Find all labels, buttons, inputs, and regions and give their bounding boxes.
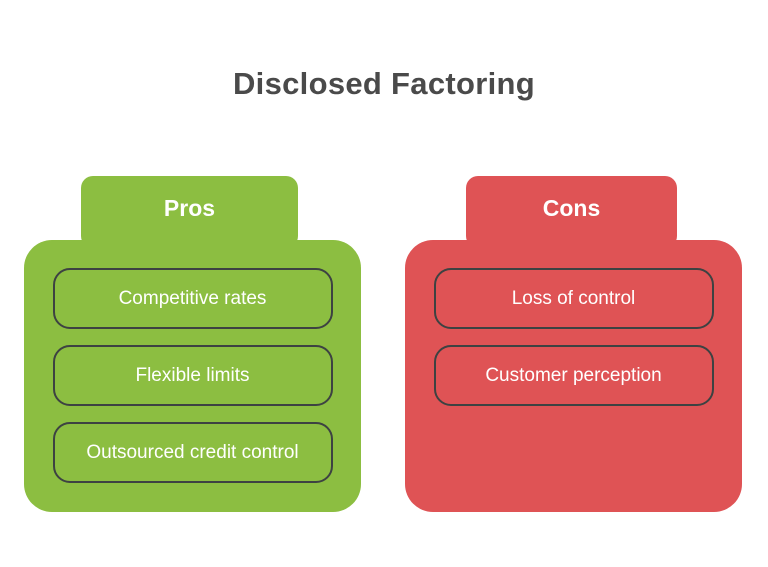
pros-header-tab: Pros: [81, 176, 298, 248]
pros-item-competitive-rates: Competitive rates: [52, 268, 333, 329]
cons-item-label: Loss of control: [511, 287, 636, 309]
pros-item-label: Competitive rates: [118, 287, 267, 309]
pros-header-label: Pros: [163, 195, 216, 221]
cons-header-label: Cons: [542, 195, 601, 221]
cons-item-loss-of-control: Loss of control: [433, 268, 714, 329]
cons-header-tab: Cons: [466, 176, 677, 248]
page-title: Disclosed Factoring: [233, 66, 535, 101]
cons-item-label: Customer perception: [485, 364, 662, 386]
cons-panel: Loss of control Customer perception: [405, 240, 742, 512]
pros-item-label: Flexible limits: [135, 364, 250, 386]
cons-item-customer-perception: Customer perception: [433, 345, 714, 406]
pros-panel: Competitive rates Flexible limits Outsou…: [24, 240, 361, 512]
pros-item-flexible-limits: Flexible limits: [52, 345, 333, 406]
pros-item-outsourced-credit-control: Outsourced credit control: [52, 422, 333, 483]
pros-item-label: Outsourced credit control: [86, 441, 299, 463]
